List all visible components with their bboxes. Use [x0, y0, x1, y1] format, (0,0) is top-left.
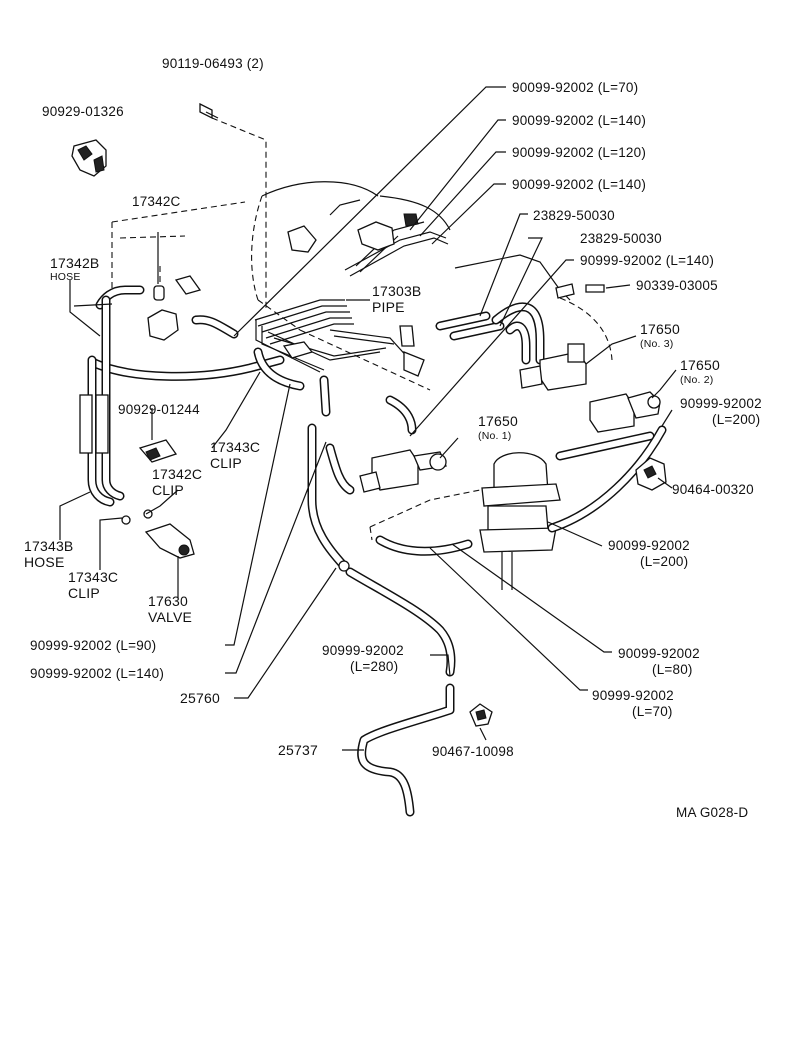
label-vsv-no1-part: 17650	[478, 413, 518, 429]
hose-group-top	[287, 213, 449, 277]
label-vsv-no1-sub: (No. 1)	[478, 430, 512, 442]
label-17342b-part: 17342B	[50, 255, 100, 271]
label-valve-part: 17630	[148, 593, 188, 609]
egr-valve-icon	[479, 452, 561, 590]
label-hose-90999-l140: 90999-92002 (L=140)	[580, 253, 715, 268]
label-bracket-top: 90929-01326	[42, 104, 124, 119]
label-hose-90999-l200-a-part: 90999-92002	[680, 396, 762, 411]
label-clip-17343c-low-part: 17343C	[68, 569, 119, 585]
engine-outline	[261, 181, 379, 197]
label-hose-l70-b-len: (L=70)	[632, 704, 673, 719]
label-plug-b: 23829-50030	[580, 231, 662, 246]
vsv-no3-icon	[519, 343, 587, 391]
label-pipe-name: PIPE	[372, 299, 405, 315]
label-vsv-no2-sub: (No. 2)	[680, 374, 714, 386]
label-vsv-no3-part: 17650	[640, 321, 680, 337]
connector-icon	[147, 275, 239, 341]
label-hose-l80-part: 90099-92002	[618, 646, 700, 661]
label-hose-l140-b: 90099-92002 (L=140)	[512, 177, 647, 192]
vsv-no2-icon	[589, 391, 661, 433]
bracket-01244-icon	[138, 439, 178, 463]
diagram-code: MA G028-D	[676, 805, 749, 820]
label-part-25737: 25737	[278, 742, 318, 758]
hose-25737	[338, 560, 456, 817]
vsv-no1-icon	[359, 449, 447, 493]
label-hose-90099-l200-part: 90099-92002	[608, 538, 690, 553]
label-clamp-90464: 90464-00320	[672, 482, 754, 497]
label-hose-l280-part: 90999-92002	[322, 643, 404, 658]
label-pipe-part: 17303B	[372, 283, 422, 299]
bolt-reference-line	[211, 117, 267, 310]
label-vsv-no3-sub: (No. 3)	[640, 338, 674, 350]
label-hose-l140-a: 90099-92002 (L=140)	[512, 113, 647, 128]
label-hose-90999-l200-a-len: (L=200)	[712, 412, 761, 427]
hose-17343b	[79, 295, 125, 507]
label-17342b-name: HOSE	[50, 271, 81, 283]
label-hose-l140-c: 90999-92002 (L=140)	[30, 666, 165, 681]
pipe-17303b	[254, 299, 425, 377]
label-clip-17343c-mid-part: 17343C	[210, 439, 261, 455]
label-valve-name: VALVE	[148, 609, 193, 625]
label-clip-17343c-mid-name: CLIP	[210, 455, 242, 471]
bracket-icon	[71, 139, 107, 177]
label-hose-l80-len: (L=80)	[652, 662, 693, 677]
label-bracket-01244: 90929-01244	[118, 402, 200, 417]
clamp-90467-icon	[469, 703, 493, 727]
label-hose-l90: 90999-92002 (L=90)	[30, 638, 157, 653]
hose-group-center	[253, 347, 667, 571]
label-clip-17342c-part: 17342C	[152, 466, 203, 482]
label-clip-17343c-low-name: CLIP	[68, 585, 100, 601]
label-clip-17342c-name: CLIP	[152, 482, 184, 498]
label-vsv-no2-part: 17650	[680, 357, 720, 373]
label-hose-90099-l200-len: (L=200)	[640, 554, 689, 569]
bolt-icon	[199, 102, 219, 120]
valve-17630-icon	[121, 509, 195, 559]
label-17342c-top: 17342C	[132, 194, 181, 209]
label-clamp-90467: 90467-10098	[432, 744, 514, 759]
label-hose-17343b-part: 17343B	[24, 538, 74, 554]
label-plug-a: 23829-50030	[533, 208, 615, 223]
leader-lines	[59, 86, 677, 751]
hose-17342b	[87, 285, 285, 381]
label-cap-90339: 90339-03005	[636, 278, 718, 293]
clamp-90464-icon	[635, 457, 667, 491]
label-part-25760: 25760	[180, 690, 220, 706]
label-hose-l280-len: (L=280)	[350, 659, 399, 674]
label-bolt: 90119-06493 (2)	[162, 56, 264, 71]
label-hose-17343b-name: HOSE	[24, 554, 65, 570]
label-hose-l70-b-part: 90999-92002	[592, 688, 674, 703]
hose-group-right-top	[435, 283, 605, 365]
label-hose-l70-a: 90099-92002 (L=70)	[512, 80, 639, 95]
label-hose-l120: 90099-92002 (L=120)	[512, 145, 647, 160]
